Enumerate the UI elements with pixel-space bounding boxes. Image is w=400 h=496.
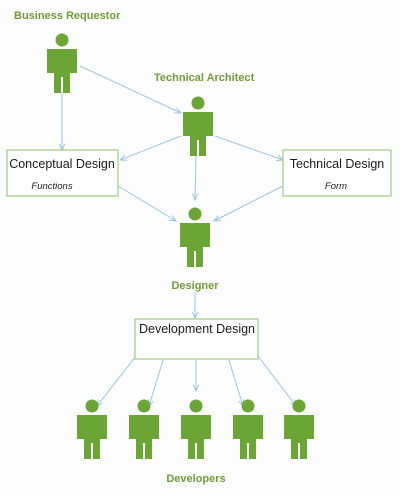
developer-1-person-icon [77,399,107,459]
arrow-architect-to-designer [195,155,196,200]
technical-architect-person-icon [183,96,213,156]
developer-4-person-icon [233,399,263,459]
development-design-title: Development Design [139,322,255,336]
arrow-development-to-dev-4 [228,359,243,406]
conceptual-design-rect [6,149,119,197]
development-design-box: Development Design [134,318,259,360]
business-requestor-person-icon [47,33,77,93]
technical-design-box: Technical Design Form [282,149,392,197]
designer-person-icon [180,207,210,267]
technical-architect-label: Technical Architect [154,72,255,84]
conceptual-design-box: Conceptual Design Functions [6,149,119,197]
people [47,33,314,459]
developers-label: Developers [166,473,225,485]
connectors [62,65,296,406]
arrow-architect-to-technical [214,135,283,160]
arrow-conceptual-to-designer [117,185,176,221]
development-design-rect [134,318,259,360]
developer-3-person-icon [181,399,211,459]
arrow-development-to-dev-2 [149,359,164,406]
arrow-development-to-dev-1 [97,355,137,406]
arrow-architect-to-conceptual [120,135,182,160]
conceptual-design-subtitle: Functions [31,181,72,192]
arrow-development-to-dev-5 [257,355,296,406]
business-requestor-label: Business Requestor [14,10,121,22]
arrow-requestor-to-architect [79,65,181,113]
developer-2-person-icon [129,399,159,459]
technical-design-rect [282,149,392,197]
technical-design-title: Technical Design [290,157,385,171]
conceptual-design-title: Conceptual Design [9,157,115,171]
developer-5-person-icon [284,399,314,459]
arrow-technical-to-designer [214,185,284,221]
designer-label: Designer [171,280,219,292]
technical-design-subtitle: Form [325,181,347,192]
